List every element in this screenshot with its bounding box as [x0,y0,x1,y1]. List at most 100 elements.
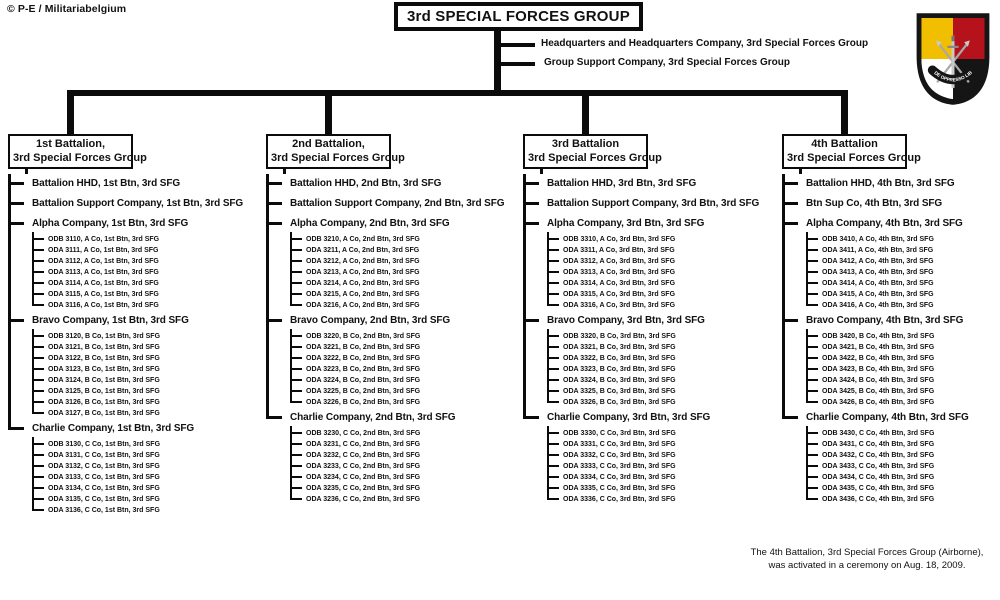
unit-label: Bravo Company, 4th Btn, 3rd SFG [806,315,964,326]
team-row: ODA 3313, A Co, 3rd Btn, 3rd SFG [547,267,781,278]
team-row: ODA 3331, C Co, 3rd Btn, 3rd SFG [547,439,781,450]
unit-label: Charlie Company, 1st Btn, 3rd SFG [32,423,195,434]
connector-drop-2 [325,94,332,136]
team-row: ODA 3234, C Co, 2nd Btn, 3rd SFG [290,472,524,483]
team-row: ODA 3411, A Co, 4th Btn, 3rd SFG [806,245,1000,256]
unit-row: Charlie Company, 1st Btn, 3rd SFG ODB 313… [8,419,266,516]
team-row: ODA 3111, A Co, 1st Btn, 3rd SFG [32,245,266,256]
flash-quadrant-red [953,17,985,59]
team-row: ODB 3220, B Co, 2nd Btn, 3rd SFG [290,331,524,342]
unit-row: Battalion HHD, 2nd Btn, 3rd SFG [266,174,524,194]
team-row: ODA 3413, A Co, 4th Btn, 3rd SFG [806,267,1000,278]
connector-drop-4 [841,94,848,136]
unit-label: Charlie Company, 3rd Btn, 3rd SFG [547,412,711,423]
battalion-name-line1: 2nd Battalion, [292,138,365,150]
unit-label: Bravo Company, 2nd Btn, 3rd SFG [290,315,451,326]
team-row: ODA 3335, C Co, 3rd Btn, 3rd SFG [547,483,781,494]
unit-label: Charlie Company, 4th Btn, 3rd SFG [806,412,969,423]
unit-label: Battalion HHD, 4th Btn, 3rd SFG [806,178,955,189]
footnote-line-2: was activated in a ceremony on Aug. 18, … [768,560,966,571]
team-row: ODA 3312, A Co, 3rd Btn, 3rd SFG [547,256,781,267]
team-row: ODA 3216, A Co, 2nd Btn, 3rd SFG [290,300,524,311]
team-row: ODA 3333, C Co, 3rd Btn, 3rd SFG [547,461,781,472]
team-row: ODA 3435, C Co, 4th Btn, 3rd SFG [806,483,1000,494]
team-row: ODA 3223, B Co, 2nd Btn, 3rd SFG [290,364,524,375]
team-row: ODB 3310, A Co, 3rd Btn, 3rd SFG [547,234,781,245]
unit-row: Charlie Company, 4th Btn, 3rd SFG ODB 343… [782,408,1000,505]
unit-label: Alpha Company, 2nd Btn, 3rd SFG [290,218,450,229]
connector-trunk [494,29,501,90]
unit-label: Battalion HHD, 1st Btn, 3rd SFG [32,178,181,189]
team-row: ODB 3120, B Co, 1st Btn, 3rd SFG [32,331,266,342]
connector-stem [25,169,28,174]
team-row: ODA 3225, B Co, 2nd Btn, 3rd SFG [290,386,524,397]
battalion-name-line1: 3rd Battalion [551,138,620,150]
team-row: ODA 3123, B Co, 1st Btn, 3rd SFG [32,364,266,375]
team-row: ODA 3121, B Co, 1st Btn, 3rd SFG [32,342,266,353]
unit-row: Bravo Company, 1st Btn, 3rd SFG ODB 3120,… [8,311,266,419]
team-row: ODA 3214, A Co, 2nd Btn, 3rd SFG [290,278,524,289]
team-row: ODA 3422, B Co, 4th Btn, 3rd SFG [806,353,1000,364]
team-row: ODA 3133, C Co, 1st Btn, 3rd SFG [32,472,266,483]
org-root-title: 3rd SPECIAL FORCES GROUP [394,2,643,31]
footnote: The 4th Battalion, 3rd Special Forces Gr… [742,546,992,572]
team-row: ODA 3231, C Co, 2nd Btn, 3rd SFG [290,439,524,450]
team-row: ODA 3322, B Co, 3rd Btn, 3rd SFG [547,353,781,364]
team-row: ODA 3116, A Co, 1st Btn, 3rd SFG [32,300,266,311]
team-row: ODB 3330, C Co, 3rd Btn, 3rd SFG [547,428,781,439]
team-row: ODA 3432, C Co, 4th Btn, 3rd SFG [806,450,1000,461]
team-row: ODA 3336, C Co, 3rd Btn, 3rd SFG [547,494,781,505]
team-row: ODA 3134, C Co, 1st Btn, 3rd SFG [32,483,266,494]
team-row: ODA 3321, B Co, 3rd Btn, 3rd SFG [547,342,781,353]
team-row: ODA 3215, A Co, 2nd Btn, 3rd SFG [290,289,524,300]
team-row: ODA 3213, A Co, 2nd Btn, 3rd SFG [290,267,524,278]
battalion-name-line2: 3rd Special Forces Group [13,151,147,164]
team-row: ODA 3414, A Co, 4th Btn, 3rd SFG [806,278,1000,289]
team-row: ODB 3130, C Co, 1st Btn, 3rd SFG [32,439,266,450]
team-row: ODB 3230, C Co, 2nd Btn, 3rd SFG [290,428,524,439]
team-row: ODA 3132, C Co, 1st Btn, 3rd SFG [32,461,266,472]
team-row: ODA 3426, B Co, 4th Btn, 3rd SFG [806,397,1000,408]
team-row: ODA 3332, C Co, 3rd Btn, 3rd SFG [547,450,781,461]
unit-insignia: DE OPPRESSO LIBER [911,8,990,105]
team-row: ODA 3334, C Co, 3rd Btn, 3rd SFG [547,472,781,483]
team-row: ODB 3110, A Co, 1st Btn, 3rd SFG [32,234,266,245]
connector-stem [540,169,543,174]
team-row: ODB 3210, A Co, 2nd Btn, 3rd SFG [290,234,524,245]
unit-label: Bravo Company, 3rd Btn, 3rd SFG [547,315,705,326]
team-row: ODA 3224, B Co, 2nd Btn, 3rd SFG [290,375,524,386]
battalion-box: 1st Battalion,3rd Special Forces Group [8,134,147,169]
team-row: ODA 3221, B Co, 2nd Btn, 3rd SFG [290,342,524,353]
connector-bus [67,90,848,96]
team-row: ODA 3415, A Co, 4th Btn, 3rd SFG [806,289,1000,300]
team-row: ODA 3124, B Co, 1st Btn, 3rd SFG [32,375,266,386]
unit-label: Bravo Company, 1st Btn, 3rd SFG [32,315,189,326]
team-row: ODB 3420, B Co, 4th Btn, 3rd SFG [806,331,1000,342]
team-row: ODA 3136, C Co, 1st Btn, 3rd SFG [32,505,266,516]
team-row: ODA 3226, B Co, 2nd Btn, 3rd SFG [290,397,524,408]
team-row: ODA 3113, A Co, 1st Btn, 3rd SFG [32,267,266,278]
team-row: ODA 3236, C Co, 2nd Btn, 3rd SFG [290,494,524,505]
unit-row: Battalion Support Company, 2nd Btn, 3rd … [266,194,524,214]
team-row: ODA 3311, A Co, 3rd Btn, 3rd SFG [547,245,781,256]
team-row: ODA 3212, A Co, 2nd Btn, 3rd SFG [290,256,524,267]
team-row: ODA 3126, B Co, 1st Btn, 3rd SFG [32,397,266,408]
